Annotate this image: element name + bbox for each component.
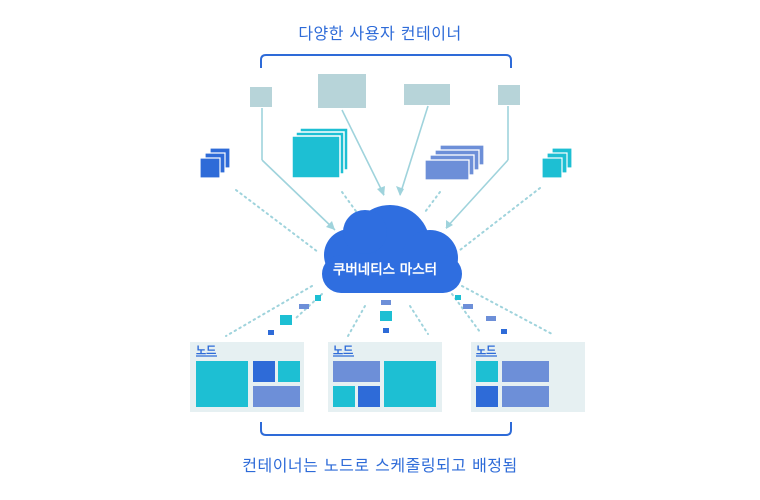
dotted-connectors [225,187,553,337]
container-stack-left [199,147,231,179]
bottom-bracket [260,422,512,436]
connector-line [261,159,336,231]
node-container [333,361,380,382]
node-2 [328,342,442,412]
master-cloud [322,205,462,293]
small-container [315,295,321,301]
dotted-line [235,189,319,253]
node-container [384,361,436,407]
small-container [268,330,274,335]
dotted-line [341,191,359,215]
dotted-line [461,285,553,335]
top-bracket [260,54,512,68]
node-container [476,361,498,382]
small-container [380,311,392,321]
bottom-caption: 컨테이너는 노드로 스케줄링되고 배정됨 [242,456,518,475]
node-label: 노드 [196,344,217,357]
container-stack-teal-large [291,127,349,179]
container-box [498,85,520,105]
container-stack-slate [424,144,485,181]
small-container [486,316,496,321]
dotted-line [409,305,429,335]
scheduled-containers [268,295,507,335]
dotted-line [347,305,366,337]
node-container [502,386,549,407]
node-container [333,386,355,407]
node-label: 노드 [476,344,497,357]
cloud-part [322,255,462,293]
cloud-part [343,210,387,254]
node-container [253,361,275,382]
node-container [278,361,300,382]
node-container [253,386,300,407]
container-stack-right [541,147,573,179]
container-box [318,74,366,108]
node-container [196,361,248,407]
container-box [404,84,450,105]
arrow-head [326,221,335,230]
top-containers [250,74,520,108]
connector-line [341,109,385,196]
node-container [476,386,498,407]
small-container [381,300,391,305]
node-container [358,386,380,407]
stack-layer [424,159,470,181]
small-container [383,328,389,333]
small-container [455,295,461,300]
connector-line [445,159,509,229]
solid-connectors [261,105,509,231]
stack-layer [541,157,563,179]
node-1 [190,342,304,412]
small-container [280,315,292,325]
small-container [501,329,507,334]
arrow-head [396,186,404,196]
node-3 [471,342,585,412]
stack-layer [199,157,221,179]
master-label: 쿠버네티스 마스터 [332,262,438,278]
small-container [299,304,309,309]
arrow-head [377,186,385,196]
dotted-line [424,191,441,213]
container-box [250,87,272,107]
dotted-line [451,293,481,333]
node-label: 노드 [333,344,354,357]
top-caption: 다양한 사용자 컨테이너 [298,24,462,43]
dotted-line [225,285,313,337]
small-container [463,304,473,309]
connector-line [399,105,429,196]
dotted-line [459,187,541,251]
stack-layer [291,135,341,179]
arrow-head [446,220,453,229]
node-container [502,361,549,382]
arrow-heads [326,186,453,230]
